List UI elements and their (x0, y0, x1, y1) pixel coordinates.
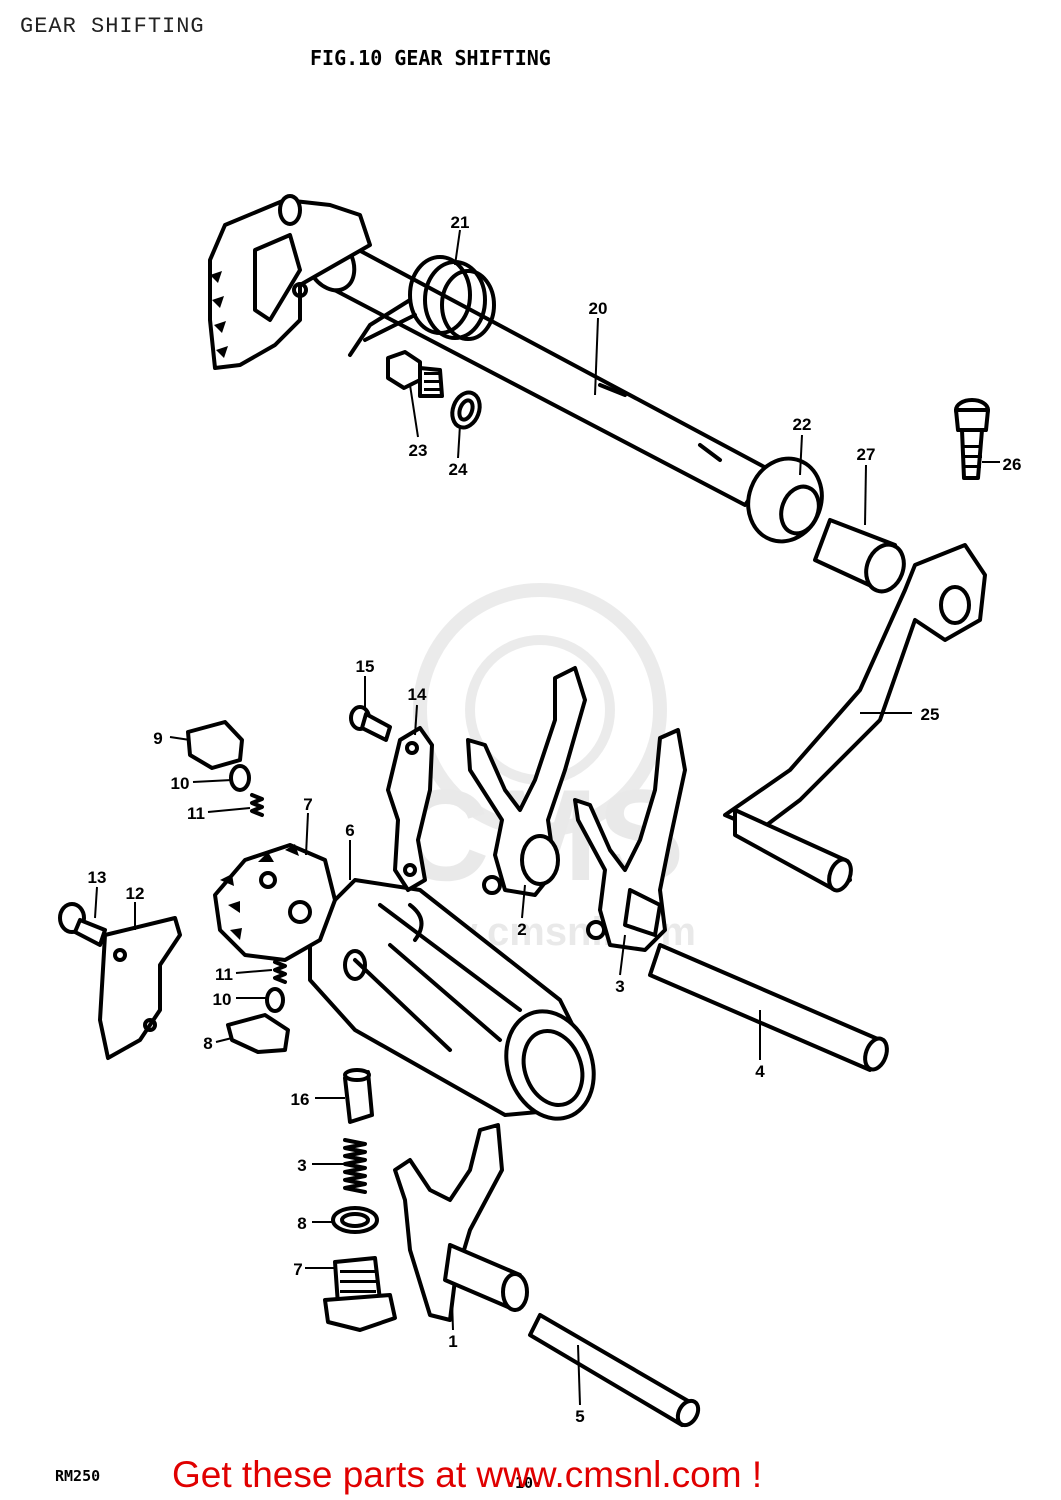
part-25-shift-lever[interactable] (723, 543, 987, 893)
callout-8-stopper: 8 (203, 1034, 212, 1053)
callout-4: 4 (755, 1062, 765, 1081)
callout-20: 20 (589, 299, 608, 318)
callout-7-plug: 7 (293, 1260, 302, 1279)
part-15-screw[interactable] (349, 705, 392, 742)
part-9-stopper[interactable] (186, 720, 244, 770)
part-24-washer[interactable] (448, 389, 485, 432)
model-label: RM250 (55, 1467, 101, 1485)
part-14-guide-plate[interactable] (386, 726, 434, 892)
callout-24: 24 (449, 460, 468, 479)
part-11-spring-upper[interactable] (250, 793, 264, 817)
callout-15: 15 (356, 657, 375, 676)
part-12-stopper-plate[interactable] (98, 916, 182, 1060)
callout-22: 22 (793, 415, 812, 434)
part-1-shift-fork[interactable] (393, 1123, 529, 1322)
leader-lines (94, 229, 1000, 1406)
page-label: GEAR SHIFTING (20, 14, 205, 39)
callout-3-fork: 3 (615, 977, 624, 996)
callout-12: 12 (126, 884, 145, 903)
callout-11-lower: 11 (215, 965, 233, 984)
callout-5: 5 (575, 1407, 584, 1426)
callout-16: 16 (291, 1090, 310, 1109)
callout-6: 6 (345, 821, 354, 840)
callout-8-washer: 8 (297, 1214, 306, 1233)
page-number: -10- (506, 1474, 543, 1492)
part-10-pin-upper[interactable] (229, 764, 251, 792)
callout-numbers: 21 20 23 24 22 27 26 25 15 14 9 10 11 7 … (88, 213, 1022, 1426)
part-7-shift-cam[interactable] (213, 843, 337, 962)
part-8-washer[interactable] (331, 1206, 379, 1234)
part-27-spacer[interactable] (813, 518, 910, 597)
callout-3-spring: 3 (297, 1156, 306, 1175)
part-21-return-spring[interactable] (348, 255, 496, 357)
part-2-shift-fork[interactable] (466, 666, 587, 897)
callout-2: 2 (517, 920, 526, 939)
callout-13: 13 (88, 868, 107, 887)
callout-14: 14 (408, 685, 427, 704)
callout-11-upper: 11 (187, 804, 205, 823)
part-23-bolt[interactable] (386, 350, 444, 398)
callout-10-upper: 10 (171, 774, 190, 793)
cta-link[interactable]: Get these parts at www.cmsnl.com ! (172, 1454, 763, 1495)
part-7-plug[interactable] (323, 1256, 397, 1332)
callout-25: 25 (921, 705, 940, 724)
part-16-pin[interactable] (343, 1068, 374, 1124)
part-10-pin-lower[interactable] (265, 987, 285, 1013)
part-11-spring-lower[interactable] (273, 960, 287, 984)
callout-23: 23 (409, 441, 428, 460)
part-4-fork-shaft[interactable] (648, 943, 891, 1072)
callout-10-lower: 10 (213, 990, 232, 1009)
figure-title: FIG.10 GEAR SHIFTING (310, 46, 551, 70)
part-3-shift-fork[interactable] (573, 728, 687, 952)
callout-9: 9 (153, 729, 162, 748)
callout-1: 1 (448, 1332, 457, 1351)
part-26-bolt[interactable] (954, 398, 990, 480)
part-5-fork-shaft[interactable] (528, 1313, 702, 1429)
part-22-oil-seal[interactable] (737, 448, 833, 552)
part-20-shift-shaft[interactable] (208, 194, 772, 507)
part-3-spring-lower[interactable] (343, 1138, 367, 1194)
callout-7-cam: 7 (303, 795, 312, 814)
part-13-screw[interactable] (58, 902, 107, 947)
callout-26: 26 (1003, 455, 1022, 474)
callout-21: 21 (451, 213, 470, 232)
part-8-stopper-lower[interactable] (226, 1013, 290, 1054)
callout-27: 27 (857, 445, 876, 464)
part-6-shift-drum[interactable] (308, 878, 608, 1131)
